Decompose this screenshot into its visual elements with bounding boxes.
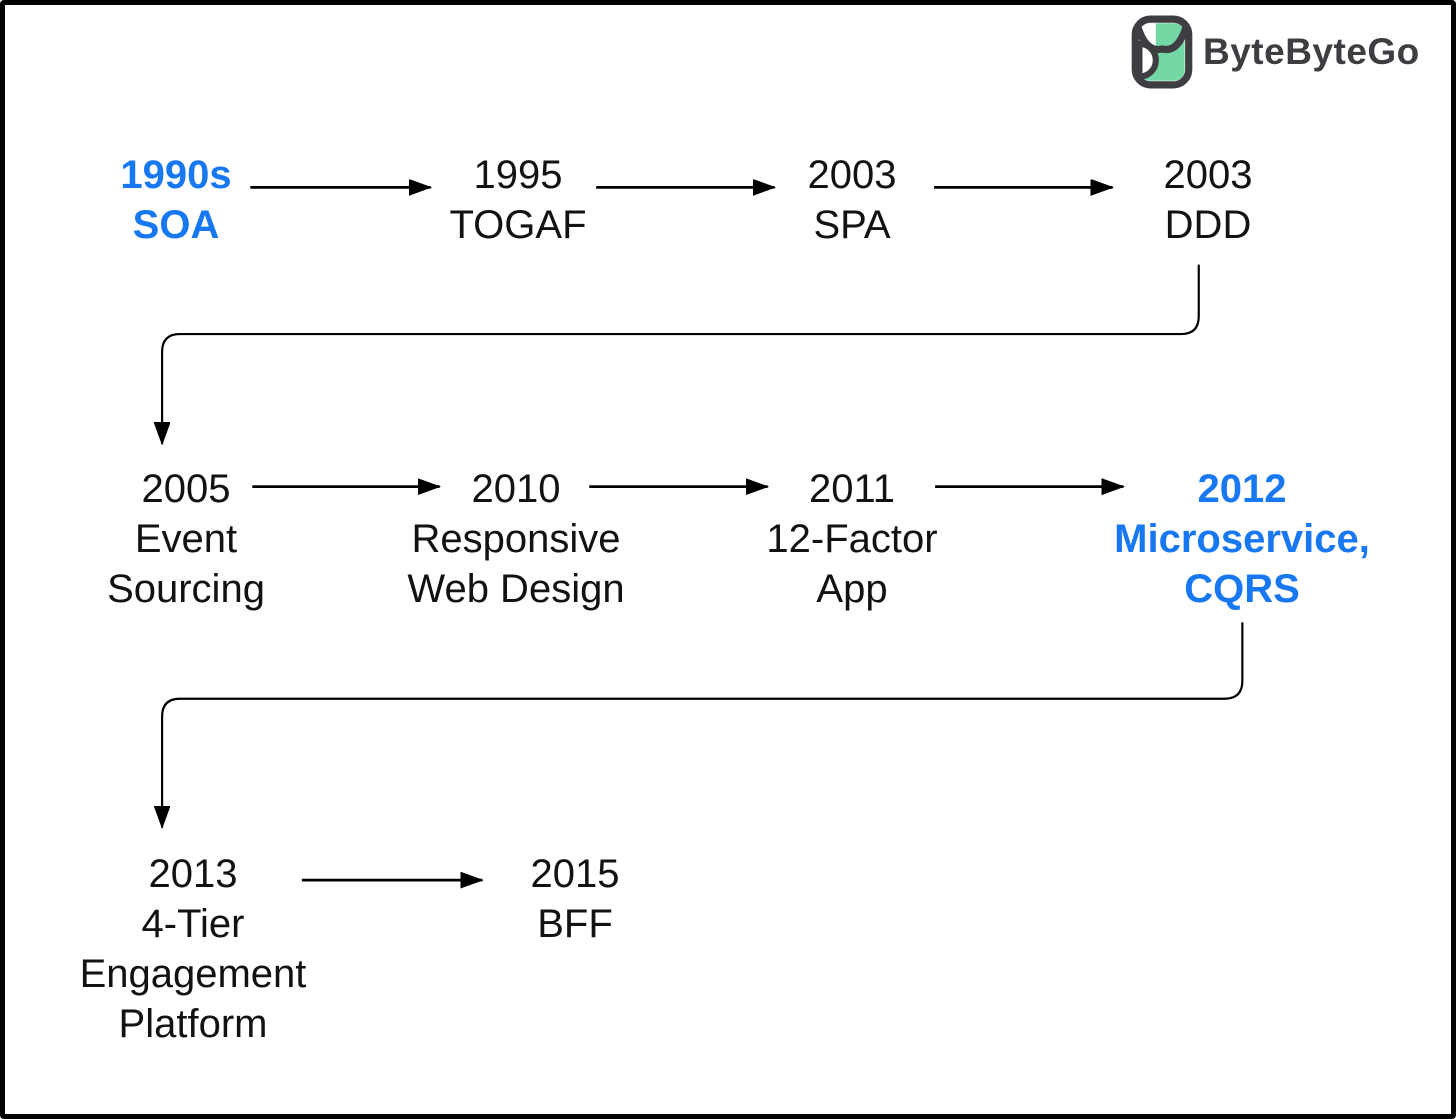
node-label-line: App: [816, 567, 888, 611]
connector-ddd-to-eventsourcing: [162, 264, 1200, 444]
timeline-node-event-sourcing: 2005 Event Sourcing: [107, 464, 265, 614]
node-year: 1990s: [120, 153, 232, 197]
node-label-line: Web Design: [407, 567, 625, 611]
node-label-line: 12-Factor: [766, 517, 938, 561]
node-year: 2013: [148, 852, 238, 896]
timeline-node-spa: 2003 SPA: [808, 150, 897, 250]
flow-arrows-layer: [5, 5, 1244, 1114]
timeline-node-bff: 2015 BFF: [531, 849, 620, 949]
node-label-line: Platform: [118, 1002, 268, 1046]
timeline-node-ddd: 2003 DDD: [1164, 150, 1253, 250]
node-label-line: BFF: [537, 902, 613, 946]
timeline-node-microservice-cqrs: 2012 Microservice, CQRS: [1114, 464, 1370, 614]
node-label-line: Microservice,: [1114, 517, 1370, 561]
node-year: 2005: [141, 467, 231, 511]
node-label-line: CQRS: [1184, 567, 1300, 611]
node-year: 2003: [1163, 153, 1253, 197]
timeline-node-4-tier-engagement-platform: 2013 4-Tier Engagement Platform: [80, 849, 307, 1049]
node-label-line: DDD: [1164, 203, 1252, 247]
timeline-node-soa: 1990s SOA: [120, 150, 231, 250]
node-label-line: Event: [134, 517, 238, 561]
node-label-line: 4-Tier: [141, 902, 245, 946]
node-label-line: SPA: [813, 203, 891, 247]
node-label-line: Responsive: [411, 517, 621, 561]
node-year: 2010: [471, 467, 561, 511]
node-label-line: Sourcing: [107, 567, 265, 611]
node-year: 2011: [808, 467, 896, 511]
connector-microservice-to-4tier: [162, 622, 1244, 827]
bytebytego-owl-icon: [1131, 15, 1193, 89]
node-label-line: TOGAF: [449, 203, 587, 247]
node-year: 1995: [473, 153, 563, 197]
brand-logo: ByteByteGo: [1131, 15, 1420, 89]
node-year: 2015: [530, 852, 620, 896]
node-year: 2012: [1197, 467, 1287, 511]
node-year: 2003: [807, 153, 897, 197]
timeline-node-togaf: 1995 TOGAF: [449, 150, 586, 250]
node-label-line: SOA: [132, 203, 220, 247]
timeline-node-12-factor-app: 2011 12-Factor App: [766, 464, 937, 614]
timeline-node-responsive-web-design: 2010 Responsive Web Design: [407, 464, 624, 614]
node-label-line: Engagement: [79, 952, 307, 996]
brand-name: ByteByteGo: [1203, 31, 1420, 72]
